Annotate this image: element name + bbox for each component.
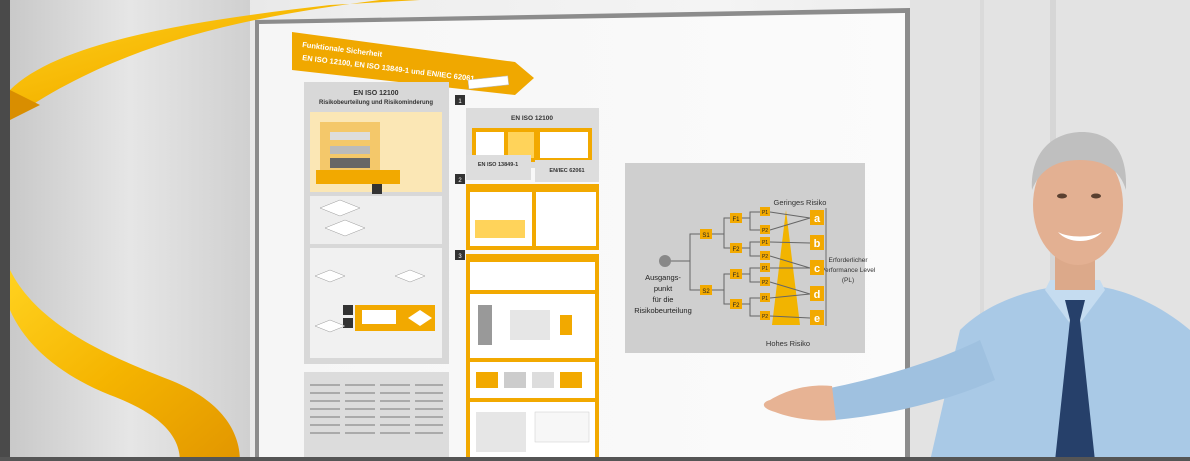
f-label-3: F1 — [732, 273, 740, 279]
presenter-hair — [1031, 132, 1127, 190]
presenter-face — [1033, 145, 1123, 265]
s-label-1: S1 — [702, 233, 710, 239]
panel-left-title1: EN ISO 12100 — [353, 90, 398, 97]
s-box-2 — [700, 285, 712, 295]
ribbon-bottom — [10, 270, 240, 461]
p-label-7: P1 — [762, 296, 768, 302]
step-label-3: 3 — [458, 254, 462, 260]
poster-panel-left: EN ISO 12100 Risikobeurteilung und Risik… — [304, 82, 449, 457]
f-label-4: F2 — [732, 303, 740, 309]
right-label-2: Performance Level — [821, 267, 876, 274]
panel-mid-title: EN ISO 12100 — [511, 115, 553, 122]
p-label-6: P2 — [762, 280, 768, 286]
risk-bottom-label: Hohes Risiko — [766, 339, 810, 348]
panel-left-title2: Risikobeurteilung und Risikominderung — [319, 100, 433, 106]
step-label-2: 2 — [458, 178, 462, 184]
step-label-1: 1 — [458, 99, 462, 105]
left-frame-edge — [0, 0, 10, 461]
p-label-8: P2 — [762, 314, 768, 320]
panel-mid-sub1: EN ISO 13849-1 — [478, 162, 518, 168]
right-label-1: Erforderlicher — [828, 257, 868, 264]
p-label-5: P1 — [762, 266, 768, 272]
pl-box-d — [810, 286, 824, 301]
pl-level-a: a — [814, 213, 821, 225]
p-label-3: P1 — [762, 240, 768, 246]
f-label-1: F1 — [732, 217, 740, 223]
presenter-arm — [830, 340, 995, 420]
s-label-2: S2 — [702, 289, 710, 295]
right-label-3: (PL) — [842, 277, 854, 284]
start-label-4: Risikobeurteilung — [634, 306, 692, 315]
pl-box-e — [810, 310, 824, 325]
risk-tree-lines — [671, 211, 811, 319]
start-label-1: Ausgangs- — [645, 273, 681, 282]
pl-box-c — [810, 260, 824, 275]
pl-level-e: e — [814, 313, 820, 325]
ribbon-top — [10, 0, 420, 120]
s-box-1 — [700, 229, 712, 239]
risk-graph-panel: Geringes Risiko Hohes Risiko Ausgangs- p… — [625, 163, 876, 353]
presenter-tie — [1055, 300, 1095, 461]
p-label-2: P2 — [762, 228, 768, 234]
p-label-1: P1 — [762, 210, 768, 216]
presenter-shirt — [930, 285, 1190, 461]
p-label-4: P2 — [762, 254, 768, 260]
start-label-2: punkt — [654, 284, 673, 293]
presenter-figure — [763, 132, 1190, 461]
pl-level-c: c — [814, 263, 820, 275]
f-label-2: F2 — [732, 247, 740, 253]
start-label-3: für die — [653, 295, 674, 304]
panel-mid-sub2: EN/IEC 62061 — [549, 168, 584, 174]
pl-box-a — [810, 210, 824, 225]
start-point — [659, 255, 671, 267]
bottom-edge — [0, 457, 1190, 461]
poster-panel-mid: 1 EN ISO 12100 2 EN ISO 13849-1 EN/IEC 6… — [455, 95, 599, 459]
presenter-hand — [763, 385, 836, 421]
risk-top-label: Geringes Risiko — [774, 198, 827, 207]
pl-box-b — [810, 235, 824, 250]
pl-level-b: b — [814, 238, 821, 250]
pl-level-d: d — [814, 289, 821, 301]
